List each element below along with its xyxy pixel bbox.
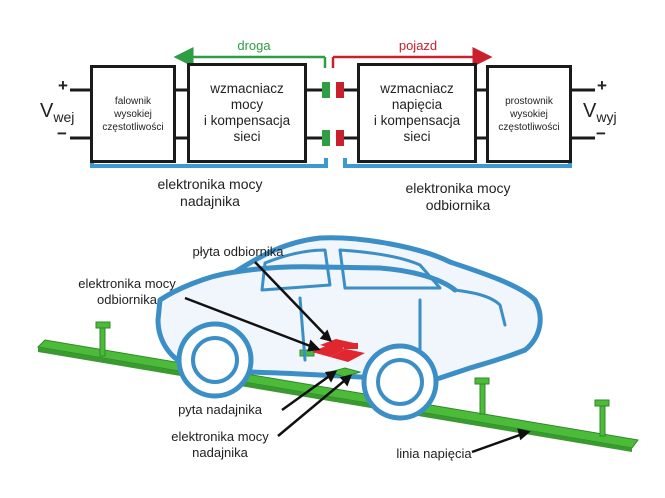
receiver-plate-label: płyta odbiornika — [192, 244, 284, 259]
wires — [70, 88, 595, 140]
car — [155, 235, 543, 384]
transmitter-plate — [328, 367, 362, 378]
road-label: droga — [237, 38, 271, 53]
vin-label: Vwej — [40, 100, 75, 125]
receiver-electronics-label: elektronika mocy odbiornika — [405, 180, 511, 213]
receiver-plate — [312, 339, 365, 362]
hf-inverter-block: falownik wysokiej częstotliwości — [90, 65, 176, 163]
voltage-amplifier-block: wzmacniacz napięcia i kompensacja sieci — [357, 63, 477, 163]
wheels — [176, 321, 439, 421]
vehicle-label: pojazd — [398, 38, 438, 53]
receiver-electronics-callout: elektronika mocy odbiornika — [78, 276, 176, 307]
vin-plus: + — [58, 76, 68, 95]
vout-label: Vwyj — [583, 100, 617, 125]
coupling-pads — [322, 82, 344, 146]
power-line-label: linia napięcia — [396, 446, 472, 461]
rail-posts — [95, 321, 610, 437]
vout-minus: − — [596, 124, 606, 143]
hf-rectifier-block: prostownik wysokiej częstotliwości — [486, 65, 572, 163]
callouts — [184, 261, 531, 454]
transmitter-electronics-label: elektronika mocy nadajnika — [157, 176, 263, 209]
transmitter-electronics-callout: elektronika mocy nadajnika — [171, 429, 269, 460]
vin-minus: − — [57, 124, 67, 143]
transmitter-plate-label: pyta nadajnika — [178, 402, 262, 417]
power-amplifier-block: wzmacniacz mocy i kompensacja sieci — [187, 63, 307, 163]
vout-plus: + — [597, 76, 607, 95]
